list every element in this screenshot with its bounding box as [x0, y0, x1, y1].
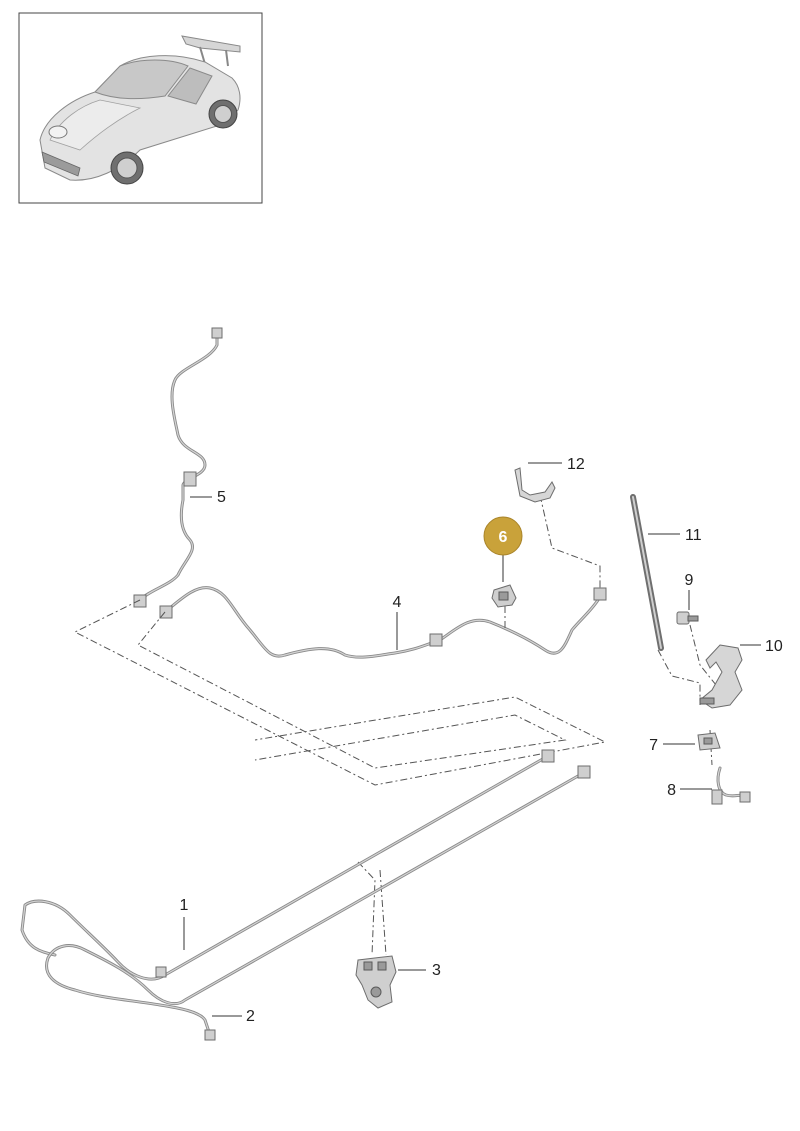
callout-5[interactable]: 5 [217, 489, 226, 506]
callout-1[interactable]: 1 [180, 897, 189, 914]
connector-fitting [593, 587, 607, 601]
connector-fitting [211, 327, 223, 339]
callout-labels: 1 2 3 4 5 6 7 8 9 10 11 12 [180, 456, 783, 1025]
callout-4[interactable]: 4 [393, 594, 402, 611]
part-2-brake-line[interactable] [45, 765, 591, 1041]
connector-fitting [204, 1029, 216, 1041]
part-1-brake-line[interactable] [20, 749, 555, 981]
callout-9[interactable]: 9 [685, 572, 694, 589]
callout-12[interactable]: 12 [567, 456, 585, 473]
callout-2[interactable]: 2 [246, 1008, 255, 1025]
connector-fitting [155, 966, 167, 978]
connector-fitting [429, 633, 443, 647]
part-5-brake-line[interactable] [133, 327, 223, 608]
callout-11[interactable]: 11 [685, 527, 702, 544]
callout-6: 6 [499, 529, 508, 546]
connector-fitting [541, 749, 555, 763]
part-6-clip[interactable] [491, 584, 517, 608]
part-4-brake-line[interactable] [159, 586, 607, 659]
callout-7[interactable]: 7 [649, 737, 658, 754]
part-9-bolt[interactable] [676, 611, 699, 625]
part-8-hose[interactable] [711, 766, 751, 805]
part-11-rod[interactable] [630, 494, 664, 651]
connector-fitting [577, 765, 591, 779]
callout-leaders [183, 462, 761, 1017]
callout-3[interactable]: 3 [432, 962, 441, 979]
part-10-bracket[interactable] [699, 644, 743, 709]
part-7-clip[interactable] [697, 732, 721, 751]
vehicle-thumbnail[interactable] [18, 12, 263, 204]
part-3-distributor-block[interactable] [355, 955, 397, 1009]
connector-fitting [133, 594, 147, 608]
assembly-dash-lines [73, 494, 721, 956]
connector-fitting [183, 471, 197, 487]
car-icon [39, 35, 241, 185]
part-12-bracket[interactable] [514, 467, 556, 503]
callout-10[interactable]: 10 [765, 638, 783, 655]
callout-6-highlight[interactable]: 6 [483, 516, 523, 556]
callout-8[interactable]: 8 [667, 782, 676, 799]
